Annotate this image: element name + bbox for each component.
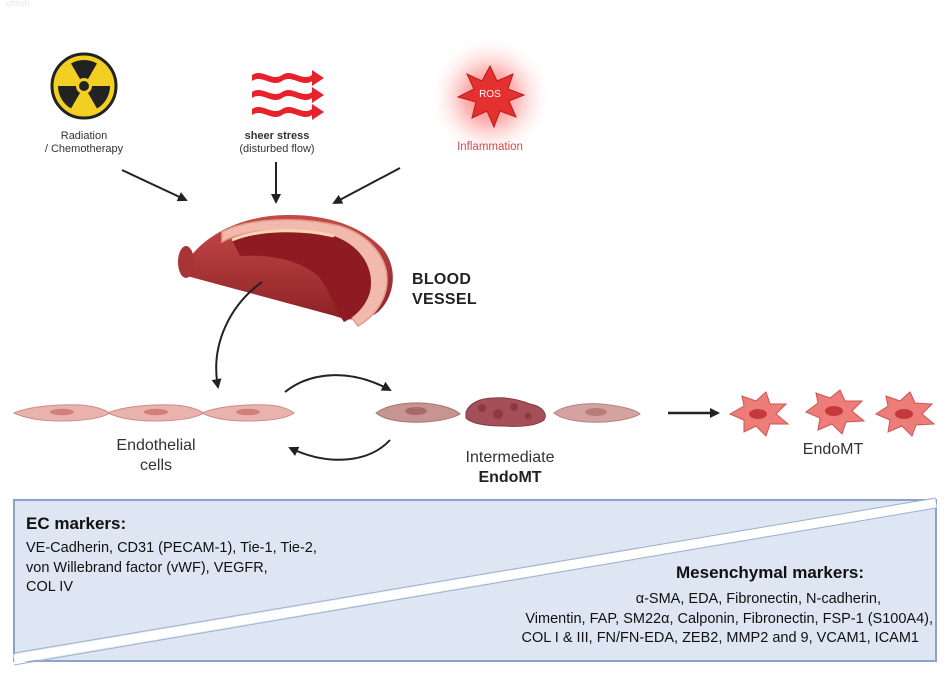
- ec-marker-line: von Willebrand factor (vWF), VEGFR,: [26, 559, 268, 576]
- blood-vessel-illustration: [178, 214, 393, 327]
- endothelial-cells-label: Endothelial cells: [96, 436, 216, 476]
- radiation-label: Radiation / Chemotherapy: [34, 130, 134, 156]
- marker-panel: [13, 497, 937, 666]
- radiation-label-line1: Radiation: [60, 130, 108, 142]
- ec-markers-list: VE-Cadherin, CD31 (PECAM-1), Tie-1, Tie-…: [26, 539, 317, 598]
- reverse-transition-arrow: [288, 439, 391, 461]
- mesenchymal-marker-line: α-SMA, EDA, Fibronectin, N-cadherin,: [635, 591, 881, 607]
- sheer-stress-label-line1: sheer stress: [244, 130, 310, 142]
- mesenchymal-markers-list: α-SMA, EDA, Fibronectin, N-cadherin, Vim…: [521, 590, 933, 649]
- endothelial-cells-label-line2: cells: [139, 457, 172, 474]
- blood-vessel-label: BLOOD VESSEL: [412, 270, 477, 310]
- watermark-text: ublish: [6, 0, 30, 8]
- ec-marker-line: COL IV: [26, 579, 74, 595]
- mesenchymal-marker-line: COL I & III, FN/FN-EDA, ZEB2, MMP2 and 9…: [521, 630, 919, 646]
- radiation-label-line2: / Chemotherapy: [44, 143, 124, 155]
- endothelial-cells: [12, 404, 295, 422]
- endomt-cells: [728, 389, 936, 437]
- mesenchymal-markers-title: Mesenchymal markers:: [676, 563, 865, 582]
- radiation-icon: [50, 52, 118, 120]
- blood-vessel-label-line1: BLOOD: [412, 271, 472, 288]
- blood-vessel-label-line2: VESSEL: [412, 291, 477, 308]
- intermediate-cells: [375, 397, 641, 427]
- intermediate-endomt-label-line1: Intermediate: [465, 449, 555, 466]
- intermediate-endomt-label: Intermediate EndoMT: [450, 448, 570, 488]
- ec-marker-line: VE-Cadherin, CD31 (PECAM-1), Tie-1, Tie-…: [26, 540, 317, 556]
- ros-badge-text: ROS: [479, 89, 501, 100]
- mesenchymal-marker-line: Vimentin, FAP, SM22α, Calponin, Fibronec…: [525, 610, 933, 627]
- intermediate-endomt-label-line2: EndoMT: [478, 469, 542, 486]
- forward-transition-arrow: [284, 374, 392, 393]
- inflammation-label: Inflammation: [457, 141, 523, 153]
- ec-markers-title: EC markers:: [26, 514, 127, 533]
- sheer-stress-label: sheer stress (disturbed flow): [222, 130, 332, 156]
- endomt-label: EndoMT: [802, 441, 864, 458]
- disturbed-flow-icon: [252, 70, 324, 120]
- sheer-stress-label-line2: (disturbed flow): [239, 143, 315, 155]
- ros-burst-icon: [428, 35, 552, 159]
- endothelial-cells-label-line1: Endothelial: [116, 437, 196, 454]
- trigger-arrows: [121, 162, 401, 204]
- vessel-to-cells-arrow: [211, 281, 263, 389]
